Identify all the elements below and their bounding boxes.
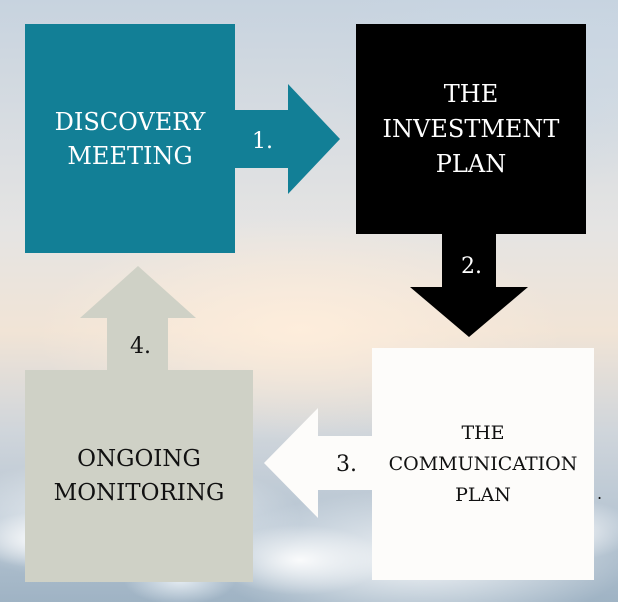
step-box-ongoing-monitoring: ONGOING MONITORING (25, 370, 253, 582)
step-label-2: THE INVESTMENT PLAN (382, 79, 560, 178)
step-label-3: THE COMMUNICATION PLAN (388, 421, 578, 506)
step-number-4: 4. (130, 334, 151, 359)
arrow-step-1 (235, 84, 340, 194)
step-number-2: 2. (461, 254, 482, 279)
step-box-communication-plan: THE COMMUNICATION PLAN (372, 348, 594, 580)
stray-dot: . (597, 484, 603, 503)
arrow-step-2 (410, 234, 528, 337)
arrow-step-3 (264, 408, 372, 518)
arrow-step-4 (80, 266, 196, 370)
step-number-1: 1. (252, 129, 273, 154)
step-label-4: ONGOING MONITORING (53, 446, 225, 506)
step-box-discovery-meeting: DISCOVERY MEETING (25, 24, 235, 253)
step-box-investment-plan: THE INVESTMENT PLAN (356, 24, 586, 234)
step-label-1: DISCOVERY MEETING (54, 107, 206, 170)
step-number-3: 3. (336, 452, 357, 477)
